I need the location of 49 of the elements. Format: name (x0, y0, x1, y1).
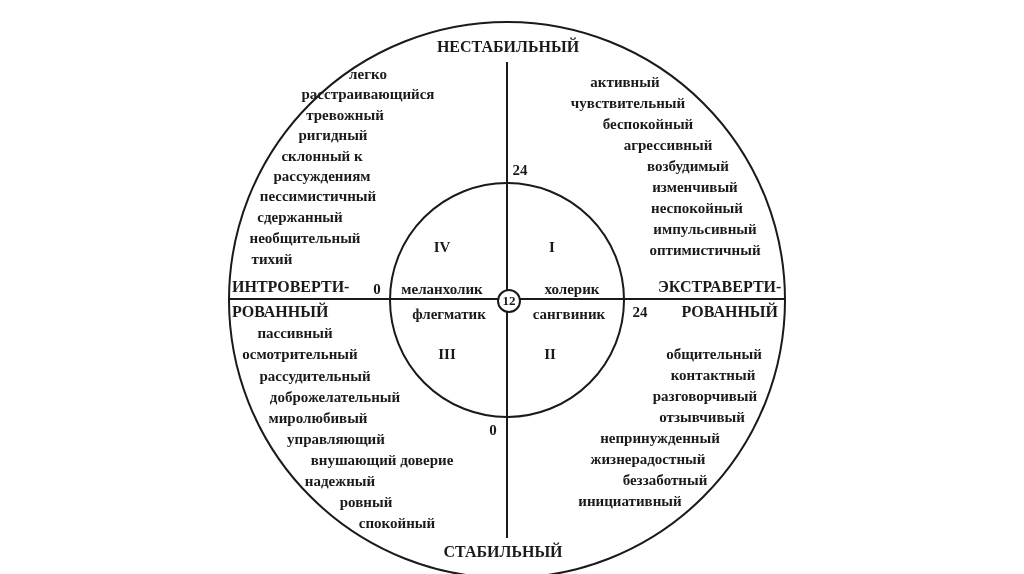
trait-word: изменчивый (652, 178, 738, 196)
trait-word: активный (590, 73, 660, 91)
trait-word: оптимистичный (649, 241, 761, 259)
trait-word: беззаботный (622, 471, 708, 489)
trait-word: пассивный (257, 324, 333, 342)
trait-word: общительный (666, 345, 762, 363)
scale-number: 24 (632, 303, 648, 321)
trait-word: управляющий (287, 430, 385, 448)
trait-word: сдержанный (257, 208, 343, 226)
temperament-label: холерик (544, 280, 600, 298)
trait-word: агрессивный (623, 136, 713, 154)
trait-word: доброжелательный (269, 388, 401, 406)
trait-word: внушающий доверие (310, 451, 454, 469)
temperament-label: сангвиник (532, 305, 606, 323)
trait-word: тихий (251, 250, 293, 268)
trait-word: беспокойный (602, 115, 694, 133)
quadrant-numeral: IV (433, 238, 451, 256)
trait-word: непринужденный (600, 429, 720, 447)
trait-word: отзывчивый (659, 408, 745, 426)
trait-word: осмотрительный (242, 345, 358, 363)
trait-word: инициативный (578, 492, 682, 510)
trait-word: спокойный (358, 514, 436, 532)
trait-word: надежный (304, 472, 376, 490)
axis-label: СТАБИЛЬНЫЙ (443, 543, 563, 561)
trait-word: возбудимый (647, 157, 729, 175)
scale-number: 24 (512, 161, 528, 179)
trait-word: импульсивный (653, 220, 757, 238)
trait-word: миролюбивый (268, 409, 368, 427)
trait-word: необщительный (249, 229, 361, 247)
scale-number: 0 (489, 421, 497, 439)
trait-word: жизнерадостный (590, 450, 706, 468)
trait-word: ригидный (298, 126, 368, 144)
temperament-label: флегматик (412, 305, 486, 323)
quadrant-numeral: III (438, 345, 456, 363)
trait-word: ровный (339, 493, 393, 511)
axis-label: ИНТРОВЕРТИ- РОВАННЫЙ (232, 277, 351, 322)
trait-word: тревожный (306, 106, 384, 124)
scale-number: 0 (373, 280, 381, 298)
trait-word: чувствительный (570, 94, 686, 112)
quadrant-numeral: II (544, 345, 556, 363)
trait-word: контактный (670, 366, 756, 384)
trait-word: разговорчивый (652, 387, 758, 405)
axis-label: НЕСТАБИЛЬНЫЙ (436, 38, 580, 56)
quadrant-numeral: I (549, 238, 555, 256)
trait-word: неспокойный (651, 199, 743, 217)
temperament-label: меланхолик (401, 280, 483, 298)
trait-word: пессимистичный (259, 187, 377, 205)
trait-word: рассудительный (259, 367, 371, 385)
center-circle: 12 (497, 289, 521, 313)
